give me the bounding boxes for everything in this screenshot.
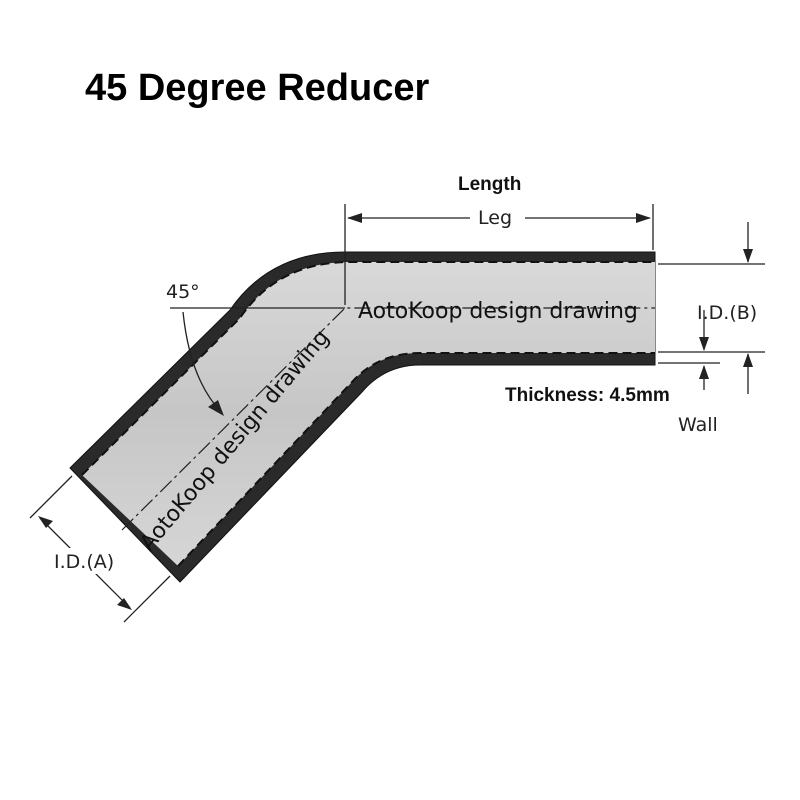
leg-arrow-left (347, 213, 362, 223)
ida-ext-top (29, 475, 73, 519)
page-title: 45 Degree Reducer (85, 67, 429, 109)
ida-label: I.D.(A) (54, 551, 114, 573)
angle-arrow (208, 400, 224, 416)
ida-label-bg (50, 548, 122, 574)
wall-label: Wall (678, 414, 718, 436)
hose-bore (82, 262, 655, 566)
centerline (121, 307, 655, 531)
wall-arrow-top (699, 337, 709, 351)
angle-label: 45° (166, 281, 200, 303)
thickness-label: Thickness: 4.5mm (505, 385, 670, 406)
idb-arrow-top (743, 249, 753, 263)
watermark-horizontal: AotoKoop design drawing (358, 299, 638, 324)
ida-arrow-top (38, 516, 53, 528)
leg-label: Leg (478, 207, 512, 229)
ida-ext-bottom (123, 575, 171, 623)
length-label: Length (458, 174, 521, 195)
leg-arrow-right (636, 213, 651, 223)
inner-wall-dash-bottom (177, 352, 655, 567)
idb-arrow-bottom (743, 353, 753, 367)
wall-arrow-bottom (699, 365, 709, 379)
idb-label: I.D.(B) (697, 302, 757, 324)
inner-wall-dash-top (81, 261, 655, 476)
ida-arrow-bottom (117, 598, 132, 610)
